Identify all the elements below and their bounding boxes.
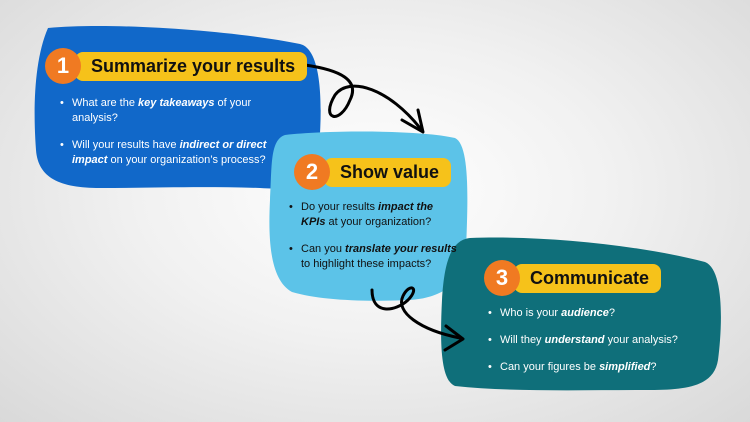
step-1-bullets: What are the key takeaways of your analy… [58,96,298,180]
step-1-number: 1 [45,48,81,84]
step-1-bullet-2: Will your results have indirect or direc… [58,138,298,168]
step-3-title: Communicate [514,263,662,293]
step-2-title: Show value [324,157,452,187]
step-3-bullets: Who is your audience? Will they understa… [486,306,711,387]
step-3-number: 3 [484,260,520,296]
step-1-header: 1 Summarize your results [45,48,308,84]
step-1-title: Summarize your results [75,51,308,81]
step-2-number: 2 [294,154,330,190]
step-3-bullet-3: Can your figures be simplified? [486,360,711,375]
arrow-1-to-2 [303,63,422,130]
step-3-bullet-2: Will they understand your analysis? [486,333,711,348]
step-3-bullet-1: Who is your audience? [486,306,711,321]
step-1-bullet-1: What are the key takeaways of your analy… [58,96,298,126]
arrow-2-to-3-head [443,324,465,352]
step-2-header: 2 Show value [294,154,452,190]
step-2-bullets: Do your results impact the KPIs at your … [287,200,457,284]
step-2-bullet-2: Can you translate your results to highli… [287,242,457,272]
step-2-bullet-1: Do your results impact the KPIs at your … [287,200,457,230]
arrow-1-to-2-head [400,108,425,134]
arrow-2-to-3 [370,286,462,340]
step-3-header: 3 Communicate [484,260,662,296]
